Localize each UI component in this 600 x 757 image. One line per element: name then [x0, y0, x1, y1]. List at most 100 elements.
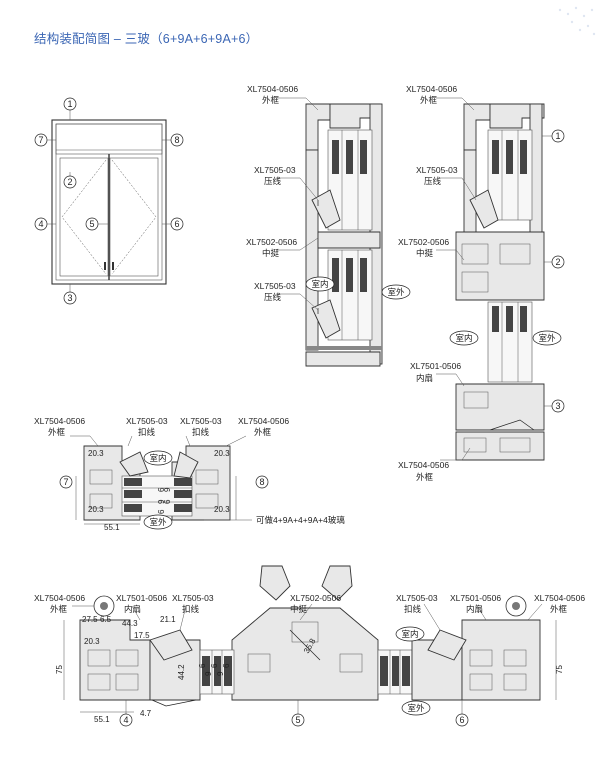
svg-text:XL7505-03: XL7505-03	[126, 416, 168, 426]
svg-text:6: 6	[157, 487, 166, 492]
svg-text:室内: 室内	[455, 333, 472, 343]
svg-text:XL7505-03: XL7505-03	[254, 281, 296, 291]
marker-mid-8: 8	[255, 475, 269, 489]
svg-text:9: 9	[216, 671, 225, 676]
section-mid: 20.3 20.3 20.3 20.3 55.1 6 9 6 9 6 XL750…	[34, 416, 345, 532]
svg-text:3: 3	[67, 293, 72, 303]
svg-text:XL7505-03: XL7505-03	[172, 593, 214, 603]
svg-text:44.3: 44.3	[122, 619, 138, 628]
svg-text:4.7: 4.7	[140, 709, 152, 718]
svg-text:室外: 室外	[538, 333, 556, 343]
svg-text:20.3: 20.3	[88, 449, 104, 458]
inside-tag-bottom: 室内	[395, 626, 425, 642]
svg-text:1: 1	[555, 131, 560, 141]
svg-text:XL7504-0506: XL7504-0506	[406, 84, 457, 94]
svg-text:5: 5	[89, 219, 94, 229]
svg-text:XL7501-0506: XL7501-0506	[450, 593, 501, 603]
svg-text:中挺: 中挺	[416, 248, 434, 258]
inside-tag-right: 室内	[449, 330, 479, 346]
marker-7: 7	[34, 133, 48, 147]
svg-text:XL7504-0506: XL7504-0506	[534, 593, 585, 603]
svg-text:7: 7	[38, 135, 43, 145]
svg-text:外框: 外框	[254, 427, 272, 437]
svg-text:XL7502-0506: XL7502-0506	[290, 593, 341, 603]
svg-text:9: 9	[163, 487, 172, 492]
svg-text:中挺: 中挺	[290, 604, 308, 614]
svg-text:6: 6	[163, 499, 172, 504]
outside-tag-mid: 室外	[143, 514, 173, 530]
svg-text:1: 1	[67, 99, 72, 109]
svg-text:压线: 压线	[264, 292, 282, 302]
svg-text:扣线: 扣线	[182, 604, 200, 614]
svg-text:XL7505-03: XL7505-03	[180, 416, 222, 426]
svg-text:XL7501-0506: XL7501-0506	[410, 361, 461, 371]
inside-tag: 室内	[305, 276, 335, 292]
svg-text:室内: 室内	[311, 279, 328, 289]
svg-text:室外: 室外	[407, 703, 425, 713]
outside-tag-bottom: 室外	[401, 700, 431, 716]
window-elevation: 1 7 8 2 4 5 6 3	[34, 97, 184, 305]
marker-right-1: 1	[551, 129, 565, 143]
svg-text:20.3: 20.3	[214, 449, 230, 458]
svg-text:XL7504-0506: XL7504-0506	[34, 593, 85, 603]
svg-text:室外: 室外	[387, 287, 405, 297]
svg-text:20.3: 20.3	[88, 505, 104, 514]
svg-text:压线: 压线	[264, 176, 282, 186]
inside-tag-mid: 室内	[143, 450, 173, 466]
svg-text:外框: 外框	[48, 427, 66, 437]
section-top-left: XL7504-0506 外框 XL7505-03 压线 XL7502-0506 …	[246, 84, 411, 367]
svg-text:20.3: 20.3	[214, 505, 230, 514]
svg-text:4: 4	[38, 219, 43, 229]
svg-text:6: 6	[174, 219, 179, 229]
svg-text:2: 2	[67, 177, 72, 187]
svg-text:20.3: 20.3	[84, 637, 100, 646]
svg-text:可做4+9A+4+9A+4玻璃: 可做4+9A+4+9A+4玻璃	[256, 515, 345, 525]
marker-2: 2	[63, 175, 77, 189]
svg-text:9: 9	[157, 499, 166, 504]
svg-text:XL7504-0506: XL7504-0506	[247, 84, 298, 94]
marker-mid-7: 7	[59, 475, 73, 489]
page-title: 结构装配简图 – 三玻（6+9A+6+9A+6）	[34, 32, 259, 46]
svg-text:XL7502-0506: XL7502-0506	[246, 237, 297, 247]
svg-text:室内: 室内	[149, 453, 166, 463]
marker-bottom-5: 5	[291, 713, 305, 727]
svg-text:中挺: 中挺	[262, 248, 280, 258]
svg-text:内扇: 内扇	[124, 604, 141, 614]
svg-text:6.5: 6.5	[100, 615, 112, 624]
marker-1: 1	[63, 97, 77, 111]
marker-8: 8	[170, 133, 184, 147]
svg-text:6: 6	[222, 663, 231, 668]
svg-text:27.5: 27.5	[82, 615, 98, 624]
svg-text:XL7505-03: XL7505-03	[254, 165, 296, 175]
svg-text:6: 6	[210, 663, 219, 668]
svg-text:2: 2	[555, 257, 560, 267]
marker-bottom-6: 6	[455, 713, 469, 727]
svg-text:外框: 外框	[50, 604, 68, 614]
svg-text:8: 8	[259, 477, 264, 487]
svg-text:44.2: 44.2	[177, 664, 186, 680]
svg-text:扣线: 扣线	[192, 427, 210, 437]
marker-5: 5	[85, 217, 99, 231]
marker-right-2: 2	[551, 255, 565, 269]
svg-text:室内: 室内	[401, 629, 418, 639]
svg-text:3: 3	[555, 401, 560, 411]
svg-text:外框: 外框	[550, 604, 568, 614]
svg-text:75: 75	[55, 665, 64, 674]
svg-text:7: 7	[63, 477, 68, 487]
svg-text:6: 6	[157, 509, 166, 514]
svg-text:55.1: 55.1	[104, 523, 120, 532]
svg-text:XL7505-03: XL7505-03	[416, 165, 458, 175]
svg-text:压线: 压线	[424, 176, 442, 186]
svg-text:外框: 外框	[416, 472, 434, 482]
marker-right-3: 3	[551, 399, 565, 413]
svg-text:6: 6	[459, 715, 464, 725]
svg-text:XL7504-0506: XL7504-0506	[34, 416, 85, 426]
svg-text:17.5: 17.5	[134, 631, 150, 640]
marker-bottom-4: 4	[119, 713, 133, 727]
svg-text:XL7501-0506: XL7501-0506	[116, 593, 167, 603]
svg-text:扣线: 扣线	[404, 604, 422, 614]
svg-text:室外: 室外	[149, 517, 167, 527]
outside-tag-right: 室外	[532, 330, 562, 346]
svg-text:XL7502-0506: XL7502-0506	[398, 237, 449, 247]
